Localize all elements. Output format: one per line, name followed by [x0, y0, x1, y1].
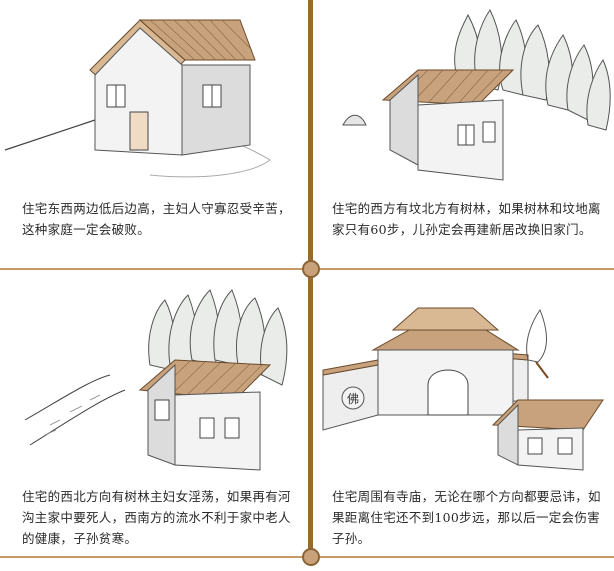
house-grave-forest-illustration — [342, 9, 611, 181]
caption-text: 住宅东西两边低后边高，主妇人守寡忍受辛苦，这种家庭一定会破败。 — [22, 201, 291, 237]
caption-text: 住宅周围有寺庙，无论在哪个方向都要忌讳，如果距离住宅还不到100步远，那以后一定… — [332, 489, 601, 546]
panel-caption: 住宅的西北方向有树林主妇女淫荡，如果再有河沟主家中要死人，西南方的流水不利于家中… — [22, 486, 298, 549]
vertical-divider — [308, 0, 313, 560]
panel-caption: 住宅周围有寺庙，无论在哪个方向都要忌讳，如果距离住宅还不到100步远，那以后一定… — [332, 486, 606, 549]
caption-text: 住宅的西方有坟北方有树林，如果树林和坟地离家只有60步，儿孙定会再建新居改换旧家… — [332, 201, 601, 237]
divider-knob-middle — [302, 260, 320, 278]
panel-caption: 住宅东西两边低后边高，主妇人守寡忍受辛苦，这种家庭一定会破败。 — [22, 198, 294, 240]
temple-plaque-text: 佛 — [347, 392, 359, 406]
caption-text: 住宅的西北方向有树林主妇女淫荡，如果再有河沟主家中要死人，西南方的流水不利于家中… — [22, 489, 291, 546]
house-on-slope-illustration — [4, 19, 271, 178]
panel-caption: 住宅的西方有坟北方有树林，如果树林和坟地离家只有60步，儿孙定会再建新居改换旧家… — [332, 198, 606, 240]
house-forest-river-illustration — [24, 289, 288, 471]
divider-knob-bottom — [302, 548, 320, 566]
temple-and-house-illustration: 佛 — [322, 307, 604, 471]
